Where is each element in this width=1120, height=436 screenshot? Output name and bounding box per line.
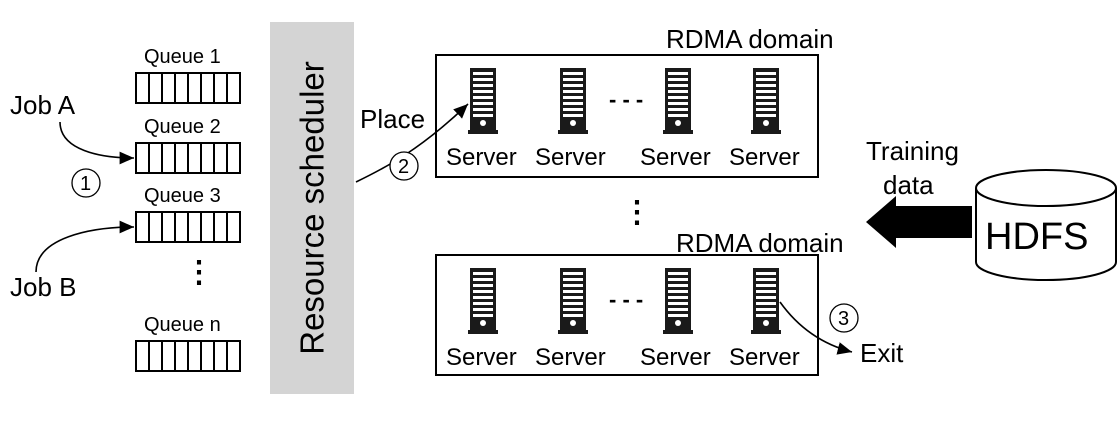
servers-ellipsis: - - - <box>609 87 644 112</box>
queue-2-label: Queue 2 <box>144 116 221 138</box>
server-label: Server <box>535 144 606 171</box>
step-2-number: 2 <box>398 156 410 178</box>
servers-ellipsis: - - - <box>609 287 644 312</box>
server-label: Server <box>446 344 517 371</box>
server-icon <box>468 68 498 134</box>
queue-1-box <box>135 72 241 104</box>
resource-scheduler-bar: Resource scheduler <box>270 22 354 394</box>
server-label: Server <box>729 344 800 371</box>
server-icon <box>663 268 693 334</box>
step-2-circle <box>389 151 419 181</box>
exit-label: Exit <box>860 338 904 368</box>
server-icon <box>558 68 588 134</box>
hdfs-label: HDFS <box>985 216 1089 258</box>
training-label: Training <box>866 136 959 166</box>
server-icon <box>751 268 781 334</box>
queue-1-label: Queue 1 <box>144 46 221 68</box>
domain-vertical-ellipsis: ⋮ <box>622 196 652 229</box>
server-label: Server <box>446 144 517 171</box>
step-1-number: 1 <box>80 173 92 195</box>
step-3-circle <box>829 303 859 333</box>
server-icon <box>751 68 781 134</box>
queue-n-label: Queue n <box>144 314 221 336</box>
exit-arrow <box>779 301 853 355</box>
rdma-domain-1-box <box>435 54 819 178</box>
server-label: Server <box>640 344 711 371</box>
queue-n-box <box>135 340 241 372</box>
server-label: Server <box>729 144 800 171</box>
place-label: Place <box>360 104 426 134</box>
rdma-domain-2-label: RDMA domain <box>676 228 844 258</box>
rdma-domain-2-box <box>435 254 819 376</box>
server-icon <box>558 268 588 334</box>
training-data-arrow <box>866 196 972 248</box>
queue-3-label: Queue 3 <box>144 185 221 207</box>
step-3-number: 3 <box>838 308 850 330</box>
resource-scheduler-label: Resource scheduler <box>293 61 331 355</box>
job-b-arrow <box>35 220 135 273</box>
hdfs-cylinder <box>975 169 1117 281</box>
job-a-arrow <box>59 121 135 165</box>
server-icon <box>663 68 693 134</box>
queue-vertical-ellipsis: ⋮ <box>184 256 214 289</box>
server-icon <box>468 268 498 334</box>
rdma-domain-1-label: RDMA domain <box>666 24 834 54</box>
step-1-circle <box>71 168 101 198</box>
server-label: Server <box>640 144 711 171</box>
data-label: data <box>883 170 934 200</box>
job-a-label: Job A <box>10 90 76 120</box>
job-b-label: Job B <box>10 272 77 302</box>
server-label: Server <box>535 344 606 371</box>
queue-3-box <box>135 211 241 243</box>
queue-2-box <box>135 142 241 174</box>
